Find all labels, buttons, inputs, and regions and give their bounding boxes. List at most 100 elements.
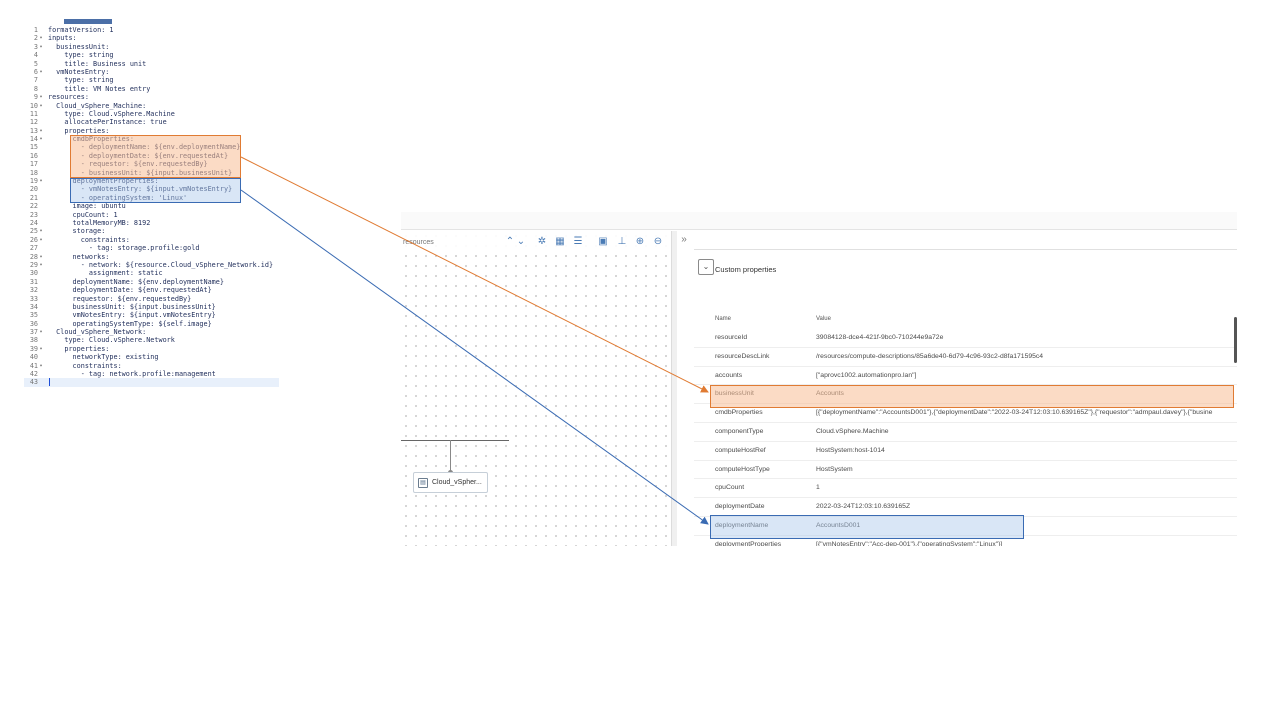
cmdb-properties-highlight (70, 135, 241, 178)
line-number: 32 (29, 286, 38, 295)
code-text: - operatingSystem: 'Linux' (48, 193, 188, 202)
fold-toggle-icon[interactable]: ▾ (39, 236, 43, 243)
code-line[interactable]: 12 allocatePerInstance: true (24, 118, 279, 126)
vsphere-machine-node[interactable]: ▤ Cloud_vSpher... (413, 472, 488, 493)
chevron-down-icon[interactable]: ⌄ (698, 259, 714, 275)
grid-view-icon[interactable]: ▦ (555, 236, 565, 247)
code-line[interactable]: 33 requestor: ${env.requestedBy} (24, 295, 279, 303)
fold-toggle-icon[interactable]: ▾ (39, 102, 43, 109)
vm-icon: ▤ (418, 477, 428, 488)
code-line[interactable]: 20 - vmNotesEntry: ${input.vmNotesEntry} (24, 185, 279, 193)
fold-toggle-icon[interactable]: ▾ (39, 127, 43, 134)
property-name: deploymentDate (715, 503, 765, 511)
resource-search-input[interactable] (403, 236, 501, 248)
zoom-in-icon[interactable]: ⊕ (635, 236, 645, 247)
line-number: 4 (33, 51, 38, 60)
code-text: - network: ${resource.Cloud_vSphere_Netw… (48, 260, 274, 269)
fold-toggle-icon[interactable]: ▾ (39, 178, 43, 185)
fold-toggle-icon[interactable]: ▾ (39, 68, 43, 75)
code-line[interactable]: 2▾inputs: (24, 34, 279, 42)
code-text: deploymentProperties: (48, 177, 159, 186)
property-name: resourceId (715, 334, 748, 341)
line-number: 28 (29, 252, 38, 261)
fold-toggle-icon[interactable]: ▾ (39, 253, 43, 260)
code-text: inputs: (48, 34, 77, 43)
code-line[interactable]: 9▾resources: (24, 93, 279, 101)
code-line[interactable]: 32 deploymentDate: ${env.requestedAt} (24, 286, 279, 294)
code-line[interactable]: 42 - tag: network.profile:management (24, 370, 279, 378)
code-line[interactable]: 24 totalMemoryMB: 8192 (24, 219, 279, 227)
code-line[interactable]: 39▾ properties: (24, 345, 279, 353)
property-row: cmdbProperties[{"deploymentName":"Accoun… (694, 404, 1237, 423)
code-line[interactable]: 7 type: string (24, 76, 279, 84)
code-line[interactable]: 5 title: Business unit (24, 60, 279, 68)
fold-toggle-icon[interactable]: ▾ (39, 362, 43, 369)
code-line[interactable]: 26▾ constraints: (24, 236, 279, 244)
code-line[interactable]: 41▾ constraints: (24, 362, 279, 370)
code-line[interactable]: 43 (24, 378, 279, 387)
code-text: type: string (48, 51, 114, 60)
line-number: 12 (29, 118, 38, 127)
code-line[interactable]: 6▾ vmNotesEntry: (24, 68, 279, 76)
code-line[interactable]: 19▾ deploymentProperties: (24, 177, 279, 185)
code-line[interactable]: 23 cpuCount: 1 (24, 211, 279, 219)
zoom-out-icon[interactable]: ⊖ (653, 236, 663, 247)
fold-toggle-icon[interactable]: ▾ (39, 43, 43, 50)
line-number: 11 (29, 109, 38, 118)
fold-toggle-icon[interactable]: ▾ (39, 136, 43, 143)
code-line[interactable]: 27 - tag: storage.profile:gold (24, 244, 279, 252)
code-line[interactable]: 37▾ Cloud_vSphere_Network: (24, 328, 279, 336)
layout-icon[interactable]: ⊥ (617, 236, 627, 247)
line-number: 8 (33, 84, 38, 93)
property-name: deploymentName (715, 521, 769, 529)
code-line[interactable]: 29▾ - network: ${resource.Cloud_vSphere_… (24, 261, 279, 269)
code-line[interactable]: 36 operatingSystemType: ${self.image} (24, 320, 279, 328)
code-line[interactable]: 22 image: ubuntu (24, 202, 279, 210)
code-line[interactable]: 38 type: Cloud.vSphere.Network (24, 336, 279, 344)
line-number: 24 (29, 218, 38, 227)
deployment-properties-row-highlight (710, 515, 1024, 539)
fold-toggle-icon[interactable]: ▾ (39, 35, 43, 42)
code-line[interactable]: 40 networkType: existing (24, 353, 279, 361)
code-line[interactable]: 13▾ properties: (24, 127, 279, 135)
fold-toggle-icon[interactable]: ▾ (39, 329, 43, 336)
code-line[interactable]: 31 deploymentName: ${env.deploymentName} (24, 278, 279, 286)
fold-toggle-icon[interactable]: ▾ (39, 345, 43, 352)
network-line (401, 440, 509, 441)
fold-toggle-icon[interactable]: ▾ (39, 228, 43, 235)
code-text: networkType: existing (48, 353, 159, 362)
code-line[interactable]: 25▾ storage: (24, 227, 279, 235)
code-line[interactable]: 8 title: VM Notes entry (24, 85, 279, 93)
code-line[interactable]: 3▾ businessUnit: (24, 43, 279, 51)
property-row: componentType Cloud.vSphere.Machine (694, 423, 1237, 442)
code-line[interactable]: 35 vmNotesEntry: ${input.vmNotesEntry} (24, 311, 279, 319)
fit-view-icon[interactable]: ▣ (598, 236, 608, 247)
code-line[interactable]: 4 type: string (24, 51, 279, 59)
code-line[interactable]: 34 businessUnit: ${input.businessUnit} (24, 303, 279, 311)
code-line[interactable]: 10▾ Cloud_vSphere_Machine: (24, 102, 279, 110)
chevron-down-icon[interactable]: ⌄ (516, 236, 526, 247)
line-number: 5 (33, 59, 38, 68)
property-name: componentType (715, 427, 764, 435)
fold-toggle-icon[interactable]: ▾ (39, 94, 43, 101)
code-text: totalMemoryMB: 8192 (48, 218, 151, 227)
code-text: assignment: static (48, 269, 163, 278)
code-line[interactable]: 30 assignment: static (24, 269, 279, 277)
design-canvas[interactable]: ⌃ ⌄ ✲ ▦ ☰ ▣ ⊥ ⊕ ⊖ ▤ Cloud_vSpher... (401, 231, 671, 546)
code-text: businessUnit: (48, 42, 110, 51)
property-value: Cloud.vSphere.Machine (816, 427, 889, 435)
code-line[interactable]: 11 type: Cloud.vSphere.Machine (24, 110, 279, 118)
fold-toggle-icon[interactable]: ▾ (39, 261, 43, 268)
scrollbar-thumb[interactable] (1234, 317, 1237, 363)
list-view-icon[interactable]: ☰ (573, 236, 583, 247)
topology-icon[interactable]: ✲ (537, 236, 547, 247)
code-text (44, 378, 48, 386)
code-line[interactable]: 28▾ networks: (24, 253, 279, 261)
double-chevron-right-icon[interactable]: » (681, 234, 687, 245)
code-text: Cloud_vSphere_Network: (48, 328, 147, 337)
code-line[interactable]: 21 - operatingSystem: 'Linux' (24, 194, 279, 202)
